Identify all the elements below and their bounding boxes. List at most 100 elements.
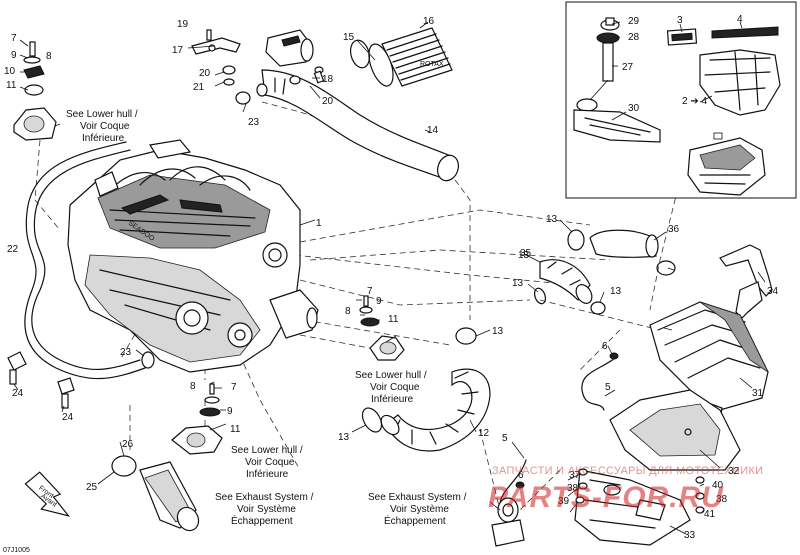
note-lower-hull-1: See Lower hull / Voir Coque Inférieure xyxy=(66,109,138,144)
hose-36-elbow xyxy=(567,229,676,276)
callout-39: 39 xyxy=(558,496,570,507)
hose-14-intake xyxy=(261,69,459,182)
inset-cover-labels xyxy=(666,26,781,116)
callout-38: 38 xyxy=(567,483,579,494)
svg-text:Inférieure: Inférieure xyxy=(246,469,289,480)
callout-6: 6 xyxy=(602,341,608,352)
callout-5: 5 xyxy=(605,382,611,393)
hose-clamps-left xyxy=(7,351,155,409)
callout-40: 40 xyxy=(712,480,724,491)
hardware-37-41 xyxy=(575,468,705,514)
callout-5b: 5 xyxy=(502,433,508,444)
callout-7: 7 xyxy=(11,33,17,44)
callout-26: 26 xyxy=(122,439,134,450)
heat-shield-32 xyxy=(609,389,741,471)
front-direction-arrow: Front Avant xyxy=(24,471,71,517)
small-hardware-top xyxy=(206,29,325,105)
svg-text:Inférieure: Inférieure xyxy=(82,133,125,144)
callout-22: 22 xyxy=(7,244,19,255)
svg-text:Voir Coque: Voir Coque xyxy=(370,382,420,393)
callout-33: 33 xyxy=(684,530,696,541)
callout-11c: 11 xyxy=(230,424,241,435)
exhaust-hose-12 xyxy=(380,368,491,452)
hose-35-connector xyxy=(533,259,606,315)
callout-30: 30 xyxy=(628,103,640,114)
callout-2-to-4: 2 ➔ 4 xyxy=(682,96,707,107)
callout-9b: 9 xyxy=(376,296,382,307)
svg-text:Voir Coque: Voir Coque xyxy=(80,121,130,132)
intake-adapter-top xyxy=(265,29,314,67)
diagram-code: 07J1005 xyxy=(3,547,30,554)
callout-19: 19 xyxy=(177,19,189,30)
callout-9: 9 xyxy=(11,50,17,61)
callout-10: 10 xyxy=(4,66,16,77)
svg-text:Voir Système: Voir Système xyxy=(237,504,296,515)
callout-13f: 13 xyxy=(338,432,350,443)
callout-29: 29 xyxy=(628,16,640,27)
watermark: ЗАПЧАСТИ И АКСЕССУАРЫ ДЛЯ МОТОТЕХНИКИ PA… xyxy=(488,465,763,514)
svg-text:See Exhaust System /: See Exhaust System / xyxy=(368,492,467,503)
callout-37: 37 xyxy=(569,470,581,481)
clamp-15 xyxy=(349,39,371,69)
callout-9c: 9 xyxy=(227,406,233,417)
bracket-17 xyxy=(191,37,241,55)
callout-20: 20 xyxy=(199,68,211,79)
svg-text:See Lower hull /: See Lower hull / xyxy=(66,109,138,120)
callout-20b: 20 xyxy=(322,96,334,107)
engine-mount-center-right xyxy=(359,295,405,361)
callout-8b: 8 xyxy=(345,306,351,317)
note-exhaust-1: See Exhaust System / Voir Système Échapp… xyxy=(215,492,314,527)
callout-25: 25 xyxy=(86,482,98,493)
callout-41: 41 xyxy=(704,509,716,520)
svg-text:Inférieure: Inférieure xyxy=(371,394,414,405)
callout-13b: 13 xyxy=(518,250,530,261)
exhaust-outlet-left xyxy=(111,455,200,532)
inset-engine-thumbnail xyxy=(687,132,766,196)
callout-1: 1 xyxy=(316,218,322,229)
svg-text:See Lower hull /: See Lower hull / xyxy=(231,445,303,456)
callout-6b: 6 xyxy=(518,470,524,481)
engine-mount-top-left xyxy=(13,41,57,141)
callout-38b: 38 xyxy=(716,494,728,505)
callout-23: 23 xyxy=(248,117,260,128)
inset-bolt-assembly xyxy=(576,17,620,112)
watermark-line1: ЗАПЧАСТИ И АКСЕССУАРЫ ДЛЯ МОТОТЕХНИКИ xyxy=(492,465,763,477)
callout-28: 28 xyxy=(628,32,640,43)
callout-21: 21 xyxy=(193,82,205,93)
callout-31: 31 xyxy=(752,388,764,399)
svg-text:See Exhaust System /: See Exhaust System / xyxy=(215,492,314,503)
callout-14: 14 xyxy=(427,125,439,136)
callout-7c: 7 xyxy=(231,382,237,393)
note-lower-hull-3: See Lower hull / Voir Coque Inférieure xyxy=(231,445,303,480)
note-lower-hull-2: See Lower hull / Voir Coque Inférieure xyxy=(355,370,427,405)
callout-12: 12 xyxy=(478,428,490,439)
callout-16: 16 xyxy=(423,16,435,27)
callout-8: 8 xyxy=(46,51,52,62)
exhaust-part-33 xyxy=(574,469,691,546)
callout-4: 4 xyxy=(737,14,743,25)
callout-3: 3 xyxy=(677,15,683,26)
callout-13d: 13 xyxy=(610,286,622,297)
callout-27: 27 xyxy=(622,62,634,73)
leader-lines xyxy=(13,21,766,535)
callout-36: 36 xyxy=(668,224,680,235)
callout-32: 32 xyxy=(728,466,740,477)
svg-text:See Lower hull /: See Lower hull / xyxy=(355,370,427,381)
svg-text:Voir Coque: Voir Coque xyxy=(245,457,295,468)
hose-22 xyxy=(24,141,146,380)
svg-text:Échappement: Échappement xyxy=(384,514,446,527)
engine-1: SEADOO xyxy=(67,139,319,373)
callout-23b: 23 xyxy=(120,347,132,358)
callout-13e: 13 xyxy=(492,326,504,337)
watermark-line2: PARTS-FOR.RU xyxy=(488,481,724,514)
callout-13c: 13 xyxy=(512,278,524,289)
detail-inset xyxy=(565,1,797,199)
callout-7b: 7 xyxy=(367,286,373,297)
callout-34: 34 xyxy=(767,286,779,297)
callout-18: 18 xyxy=(322,74,334,85)
callout-11: 11 xyxy=(6,80,17,91)
callout-numbers: 1 2 ➔ 4 3 4 5 5 6 6 7 7 7 8 8 8 9 9 9 10… xyxy=(4,14,779,541)
bracket-34 xyxy=(719,244,773,319)
exhaust-outlet-center xyxy=(491,497,525,547)
